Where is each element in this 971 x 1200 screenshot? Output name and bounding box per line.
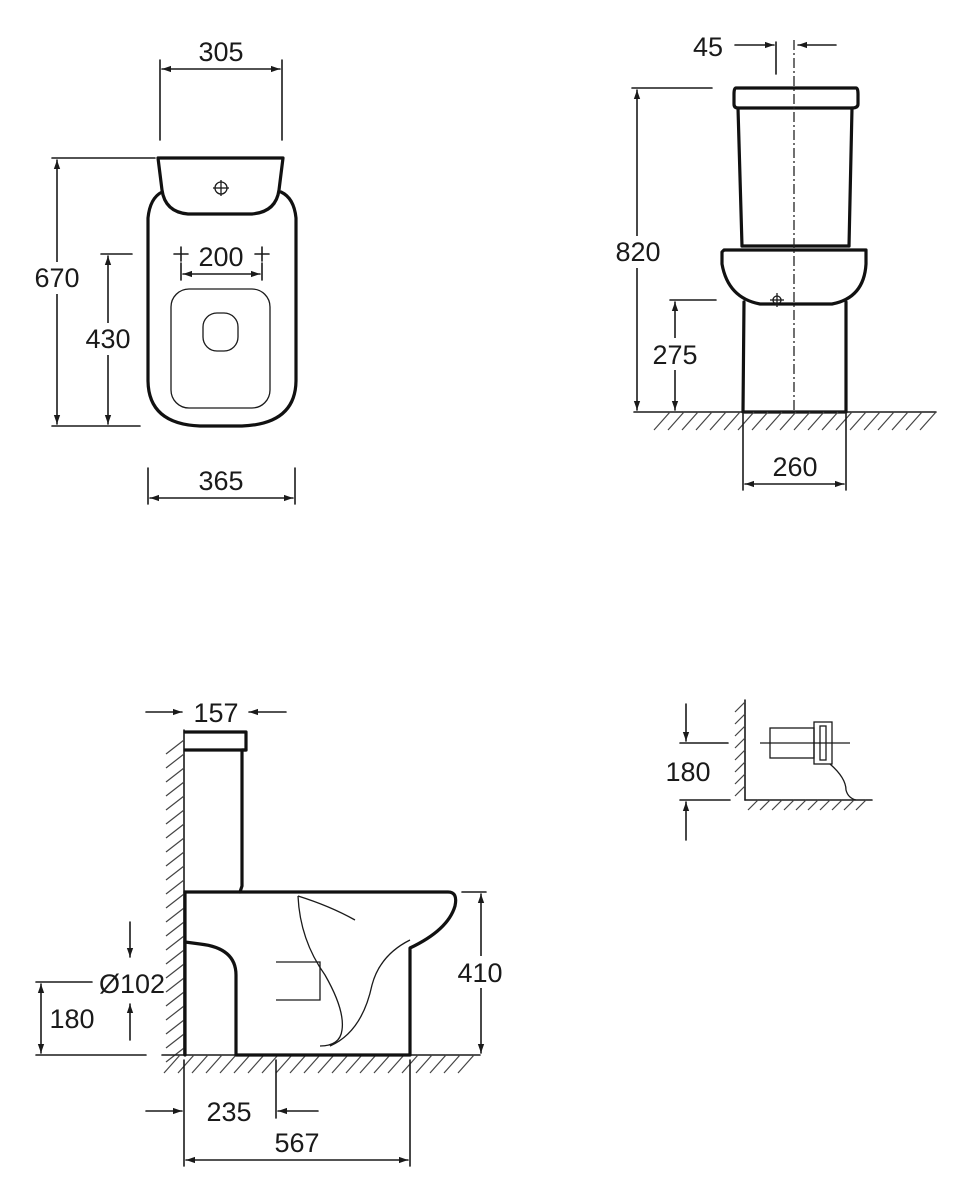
- dim-offset: 45: [693, 32, 723, 62]
- fixing-hole-icon: [770, 293, 784, 307]
- floor-hatch: [653, 411, 937, 431]
- dim-tank-width: 305: [198, 37, 243, 67]
- seat-opening: [170, 288, 271, 409]
- tank-outline: [156, 156, 285, 216]
- dim-total-height: 820: [615, 237, 660, 267]
- detail-wall-hatch: [734, 701, 746, 797]
- dim-bowl-height: 410: [457, 958, 502, 988]
- tank-lid: [732, 86, 860, 110]
- outlet-line: [276, 961, 321, 1001]
- dim-bowl-width: 365: [198, 466, 243, 496]
- dim-total-length-side: 567: [274, 1128, 319, 1158]
- wall-hatch: [165, 739, 185, 1063]
- bowl-rim: [720, 248, 868, 306]
- dim-fixing-spacing: 200: [198, 242, 243, 272]
- inlet-valve-icon: [760, 721, 857, 801]
- top-view: 305 670 200 430 365: [28, 37, 298, 505]
- trap-line: [297, 895, 344, 1047]
- front-view: 45 820 275 260: [610, 32, 937, 491]
- dim-outlet-diameter: Ø102: [99, 969, 165, 999]
- fixing-marker-left: [173, 246, 189, 262]
- dim-base-width: 260: [772, 452, 817, 482]
- dim-overall-length: 670: [34, 263, 79, 293]
- trap-line-2: [329, 939, 411, 1047]
- tank-body: [736, 106, 854, 248]
- dim-fixing-length: 430: [85, 324, 130, 354]
- dim-outlet-height: 180: [49, 1004, 94, 1034]
- dim-inlet-height: 180: [665, 757, 710, 787]
- floor-hatch-side: [163, 1054, 475, 1074]
- bowl-outline: [146, 190, 298, 428]
- side-view: 157 Ø102 180 410 235 567: [35, 698, 508, 1167]
- detail-floor-hatch: [747, 799, 867, 811]
- fixing-marker-right: [254, 246, 270, 262]
- dim-outlet-distance: 235: [206, 1097, 251, 1127]
- dim-seat-height: 275: [652, 340, 697, 370]
- tank-side: [183, 730, 248, 894]
- bowl-side: [183, 890, 458, 1057]
- detail-view: 180: [665, 699, 873, 841]
- dim-tank-depth: 157: [193, 698, 238, 728]
- trap-line-3: [297, 895, 356, 921]
- tap-hole-icon: [213, 180, 229, 196]
- inner-oval: [202, 312, 239, 352]
